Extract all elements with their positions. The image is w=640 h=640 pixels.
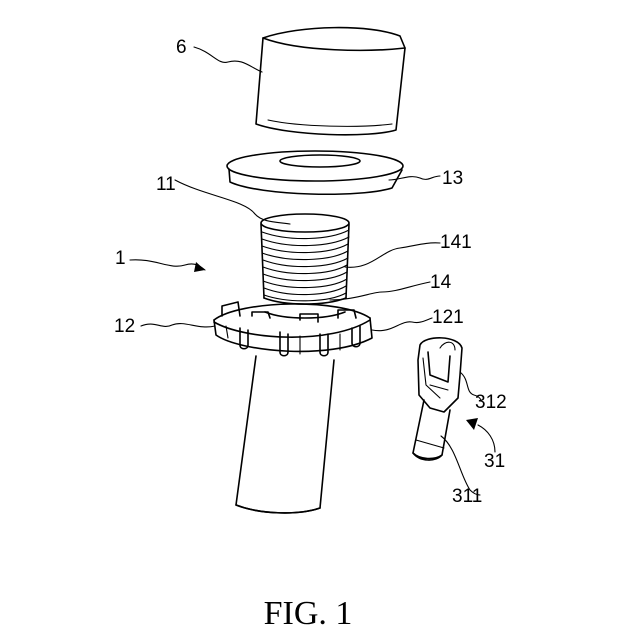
cap-part [256, 28, 405, 135]
label-cap: 6 [176, 37, 187, 58]
shaft-part [236, 356, 334, 513]
label-threads: 141 [440, 232, 472, 253]
label-collar-notch: 121 [432, 307, 464, 328]
label-threaded-end: 11 [156, 174, 176, 195]
nut-part [227, 151, 403, 194]
label-clip-pin: 311 [452, 486, 482, 507]
figure-caption: FIG. 1 [264, 595, 353, 632]
label-clip-body: 312 [475, 392, 507, 413]
label-collar: 12 [114, 316, 135, 337]
collar-part [214, 302, 372, 356]
threaded-end-part [261, 214, 349, 318]
label-assembly: 1 [115, 248, 126, 269]
label-neck: 14 [430, 272, 452, 293]
leader-lines [130, 47, 495, 495]
label-nut: 13 [442, 168, 463, 189]
label-clip: 31 [484, 451, 505, 472]
clip-part [413, 338, 462, 460]
